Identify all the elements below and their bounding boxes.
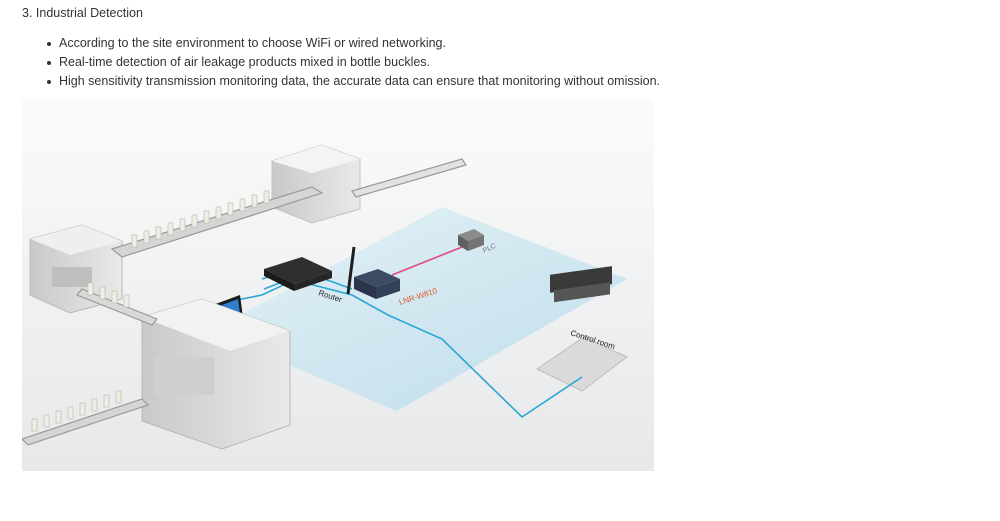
list-item: According to the site environment to cho… <box>22 34 782 53</box>
conveyor-belts <box>22 158 467 446</box>
feature-list: According to the site environment to cho… <box>22 34 782 91</box>
control-room <box>536 266 628 392</box>
floor-platform <box>210 207 627 411</box>
bottles <box>31 190 270 432</box>
list-item: Real-time detection of air leakage produ… <box>22 53 782 72</box>
industrial-network-illustration: Router LNR-W810 PLC Control room <box>22 99 654 471</box>
network-diagram: Router LNR-W810 PLC Control room <box>22 99 654 471</box>
inspection-machine-left <box>29 224 123 314</box>
router-device <box>264 257 332 291</box>
inspection-machine-back <box>271 144 361 224</box>
section-heading: 3. Industrial Detection <box>22 6 143 20</box>
list-item: High sensitivity transmission monitoring… <box>22 72 782 91</box>
plc-device <box>458 229 484 251</box>
inspection-machine-front <box>141 298 291 450</box>
lnr-w810-device <box>346 246 400 299</box>
